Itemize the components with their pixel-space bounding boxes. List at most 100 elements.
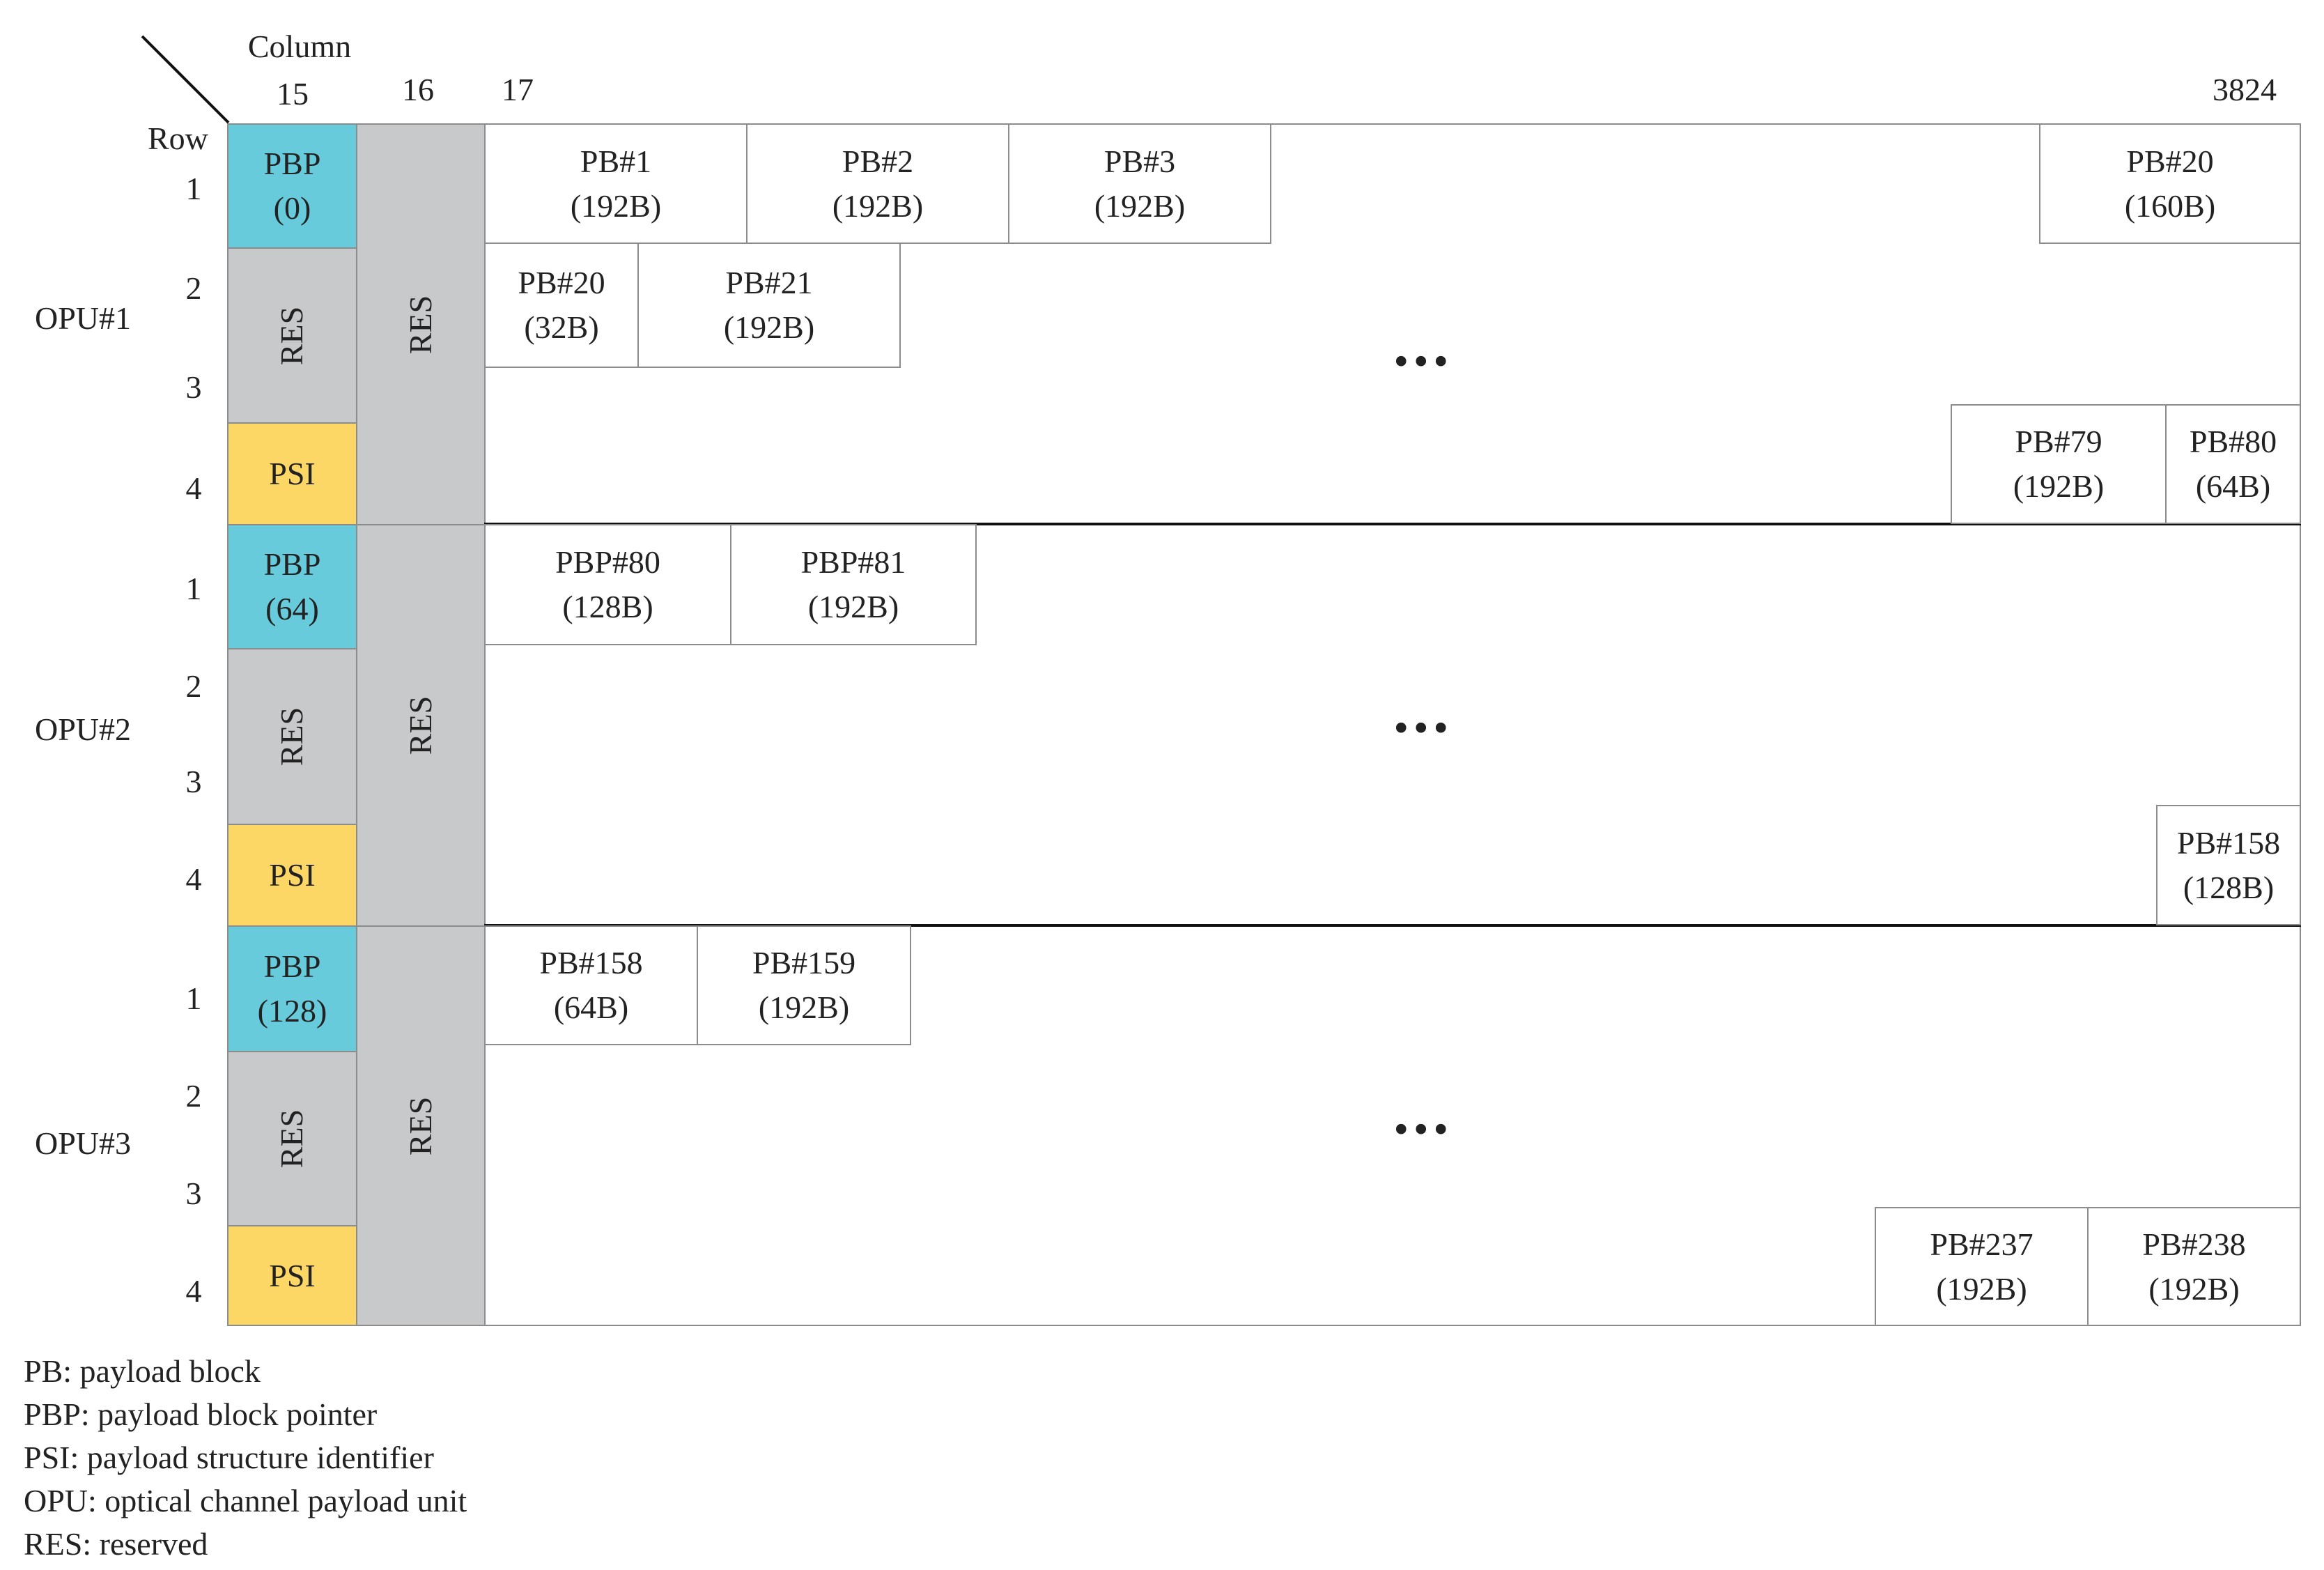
column-16-label: 16 [402, 72, 434, 107]
legend-item: PSI: payload structure identifier [24, 1440, 434, 1475]
block-name: PB#21 [725, 265, 813, 300]
payload-block: PBP#80 (128B) [484, 524, 731, 645]
column-17-label: 17 [502, 72, 534, 107]
pbp-value: (0) [273, 190, 311, 226]
pbp-label: PBP [263, 546, 321, 582]
block-name: PB#237 [1930, 1226, 2034, 1262]
opu-separator [484, 924, 2301, 927]
res-label: RES [274, 707, 310, 767]
block-size: (192B) [2013, 468, 2105, 504]
row-number: 1 [185, 980, 202, 1016]
row-number: 4 [185, 1273, 202, 1309]
block-name: PB#238 [2142, 1226, 2246, 1262]
res-label: RES [274, 1109, 310, 1169]
opu-1-res-cell: RES [227, 247, 357, 424]
payload-block: PB#159 (192B) [697, 925, 911, 1045]
payload-block: PB#2 (192B) [746, 123, 1009, 244]
block-name: PB#158 [2176, 824, 2281, 861]
opu-2-column-16-res: RES [356, 524, 486, 927]
block-size: (192B) [807, 589, 899, 624]
block-size: (192B) [2148, 1270, 2240, 1307]
payload-block: PB#20 (160B) [2039, 123, 2301, 244]
opu-2-label: OPU#2 [35, 711, 132, 747]
row-number: 1 [185, 571, 202, 606]
block-size: (32B) [524, 309, 599, 345]
block-name: PB#3 [1103, 143, 1176, 179]
payload-block: PB#3 (192B) [1008, 123, 1271, 244]
block-size: (192B) [570, 187, 662, 224]
block-size: (192B) [1094, 187, 1186, 224]
payload-block: PBP#81 (192B) [730, 524, 977, 645]
block-name: PB#2 [842, 143, 914, 179]
block-name: PB#20 [518, 265, 605, 300]
psi-label: PSI [269, 1257, 316, 1293]
ellipsis: ... [1393, 310, 1453, 379]
block-name: PBP#80 [555, 544, 660, 580]
column-15-label: 15 [277, 76, 309, 111]
block-size: (64B) [553, 990, 629, 1025]
row-number: 3 [185, 1176, 202, 1211]
opu-2-pbp-cell: PBP (64) [227, 524, 357, 649]
row-number: 3 [185, 764, 202, 799]
block-size: (192B) [758, 990, 850, 1025]
legend-item: RES: reserved [24, 1526, 208, 1562]
legend-item: PB: payload block [24, 1353, 261, 1389]
payload-block: PB#158 (64B) [484, 925, 698, 1045]
row-number: 4 [185, 470, 202, 506]
opu-1-pbp-cell: PBP (0) [227, 123, 357, 249]
row-number: 3 [185, 369, 202, 405]
opu-1-psi-cell: PSI [227, 422, 357, 525]
pbp-label: PBP [263, 146, 321, 181]
block-name: PB#79 [2015, 424, 2102, 459]
res-label: RES [403, 295, 438, 354]
pbp-value: (64) [265, 591, 319, 626]
row-number: 1 [185, 171, 202, 206]
block-size: (128B) [562, 589, 653, 624]
column-3824-label: 3824 [2213, 72, 2277, 107]
payload-block: PB#79 (192B) [1951, 404, 2167, 524]
legend: PB: payload block PBP: payload block poi… [24, 1350, 467, 1566]
opu-3-pbp-cell: PBP (128) [227, 925, 357, 1052]
opu-separator [484, 523, 2301, 525]
block-size: (192B) [723, 309, 815, 345]
block-name: PB#159 [752, 945, 856, 980]
res-label: RES [403, 1096, 438, 1155]
psi-label: PSI [269, 456, 316, 491]
block-size: (64B) [2195, 468, 2271, 504]
payload-block: PB#80 (64B) [2165, 404, 2301, 524]
opu-1-label: OPU#1 [35, 300, 132, 336]
ellipsis: ... [1393, 1078, 1453, 1147]
row-axis-label: Row [148, 121, 208, 156]
payload-block: PB#158 (128B) [2156, 805, 2301, 925]
payload-block: PB#237 (192B) [1875, 1207, 2089, 1326]
opu-2-res-cell: RES [227, 648, 357, 825]
row-number: 2 [185, 270, 202, 306]
corner-diagonal [141, 35, 230, 124]
row-number: 4 [185, 861, 202, 897]
psi-label: PSI [269, 857, 316, 893]
block-name: PB#80 [2189, 424, 2277, 459]
res-label: RES [274, 306, 310, 365]
row-number: 2 [185, 1078, 202, 1114]
ellipsis: ... [1393, 677, 1453, 746]
legend-item: OPU: optical channel payload unit [24, 1483, 467, 1518]
block-name: PBP#81 [800, 544, 906, 580]
block-name: PB#20 [2126, 143, 2214, 179]
row-number: 2 [185, 668, 202, 704]
payload-block: PB#21 (192B) [637, 243, 901, 368]
res-label: RES [403, 695, 438, 755]
column-axis-label: Column [247, 29, 352, 64]
payload-block: PB#1 (192B) [484, 123, 747, 244]
legend-item: PBP: payload block pointer [24, 1396, 378, 1432]
pbp-label: PBP [263, 948, 321, 984]
opu-2-psi-cell: PSI [227, 824, 357, 927]
block-size: (160B) [2124, 187, 2216, 224]
payload-block: PB#20 (32B) [484, 243, 639, 368]
opu-3-label: OPU#3 [35, 1125, 132, 1161]
opu-1-column-16-res: RES [356, 123, 486, 525]
block-name: PB#158 [539, 945, 643, 980]
payload-block: PB#238 (192B) [2087, 1207, 2301, 1326]
block-name: PB#1 [580, 143, 652, 179]
block-size: (128B) [2183, 869, 2275, 905]
opu-3-psi-cell: PSI [227, 1225, 357, 1326]
